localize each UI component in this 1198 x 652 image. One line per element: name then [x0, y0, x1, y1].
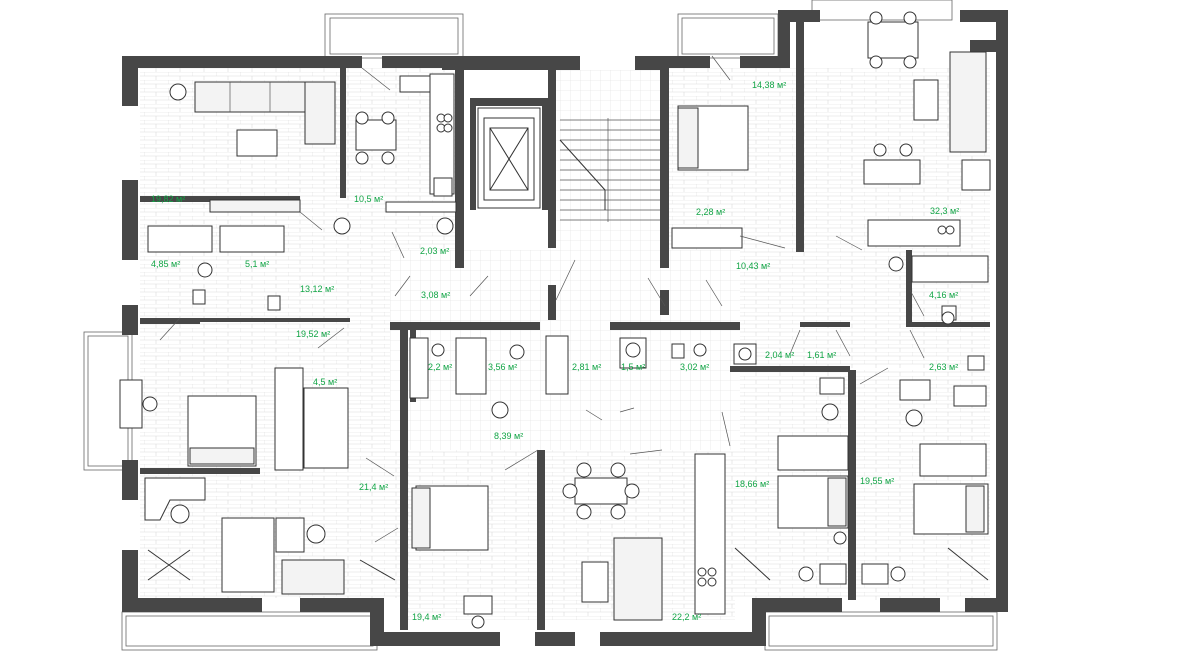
furniture-right-bottom	[734, 377, 989, 585]
area-label-living-room-left-top: 19,82 м²	[151, 194, 185, 204]
area-label-laundry-center: 1,5 м²	[621, 362, 645, 372]
furniture-right-top	[671, 11, 991, 371]
area-label-kitchen-left-top: 10,5 м²	[354, 194, 383, 204]
area-label-bedroom-right-top: 14,38 м²	[752, 80, 786, 90]
area-label-bathroom-right-a: 4,16 м²	[929, 290, 958, 300]
area-label-bathroom-right-b: 2,63 м²	[929, 362, 958, 372]
area-label-living-room-right-top: 32,3 м²	[930, 206, 959, 216]
area-label-bathroom-center-b: 3,02 м²	[680, 362, 709, 372]
exterior-walls	[122, 10, 1008, 646]
door-swings	[159, 55, 925, 543]
area-label-hall-center-left: 3,08 м²	[421, 290, 450, 300]
furniture-left-bottom	[119, 367, 396, 595]
area-label-storage-right: 1,61 м²	[807, 350, 836, 360]
area-label-bathroom-left-b: 5,1 м²	[245, 259, 269, 269]
area-label-bathroom-right-top: 2,28 м²	[696, 207, 725, 217]
area-label-hall-center: 8,39 м²	[494, 431, 523, 441]
area-label-closet-center-b: 2,81 м²	[572, 362, 601, 372]
balconies	[83, 0, 998, 651]
area-label-bedroom-right-bottom-a: 18,66 м²	[735, 479, 769, 489]
area-label-bathroom-left-a: 4,85 м²	[151, 259, 180, 269]
area-label-hall-left-top: 13,12 м²	[300, 284, 334, 294]
area-label-bathroom-center: 3,56 м²	[488, 362, 517, 372]
area-label-laundry-right: 2,04 м²	[765, 350, 794, 360]
area-label-hall-left-bottom: 19,52 м²	[296, 329, 330, 339]
area-label-bedroom-center: 19,4 м²	[412, 612, 441, 622]
stairwell	[477, 107, 660, 222]
area-labels: 19,82 м² 10,5 м² 14,38 м² 32,3 м² 2,03 м…	[151, 80, 959, 622]
area-label-closet-center: 2,2 м²	[428, 362, 452, 372]
area-label-living-room-center: 22,2 м²	[672, 612, 701, 622]
area-label-hall-right-top: 10,43 м²	[736, 261, 770, 271]
area-label-wardrobe-left: 4,5 м²	[313, 377, 337, 387]
area-label-storage-left-top: 2,03 м²	[420, 246, 449, 256]
area-label-bedroom-right-bottom-b: 19,55 м²	[860, 476, 894, 486]
furniture-center	[409, 335, 757, 629]
furniture-left-top	[147, 73, 457, 311]
area-label-bedroom-left-bottom: 21,4 м²	[359, 482, 388, 492]
